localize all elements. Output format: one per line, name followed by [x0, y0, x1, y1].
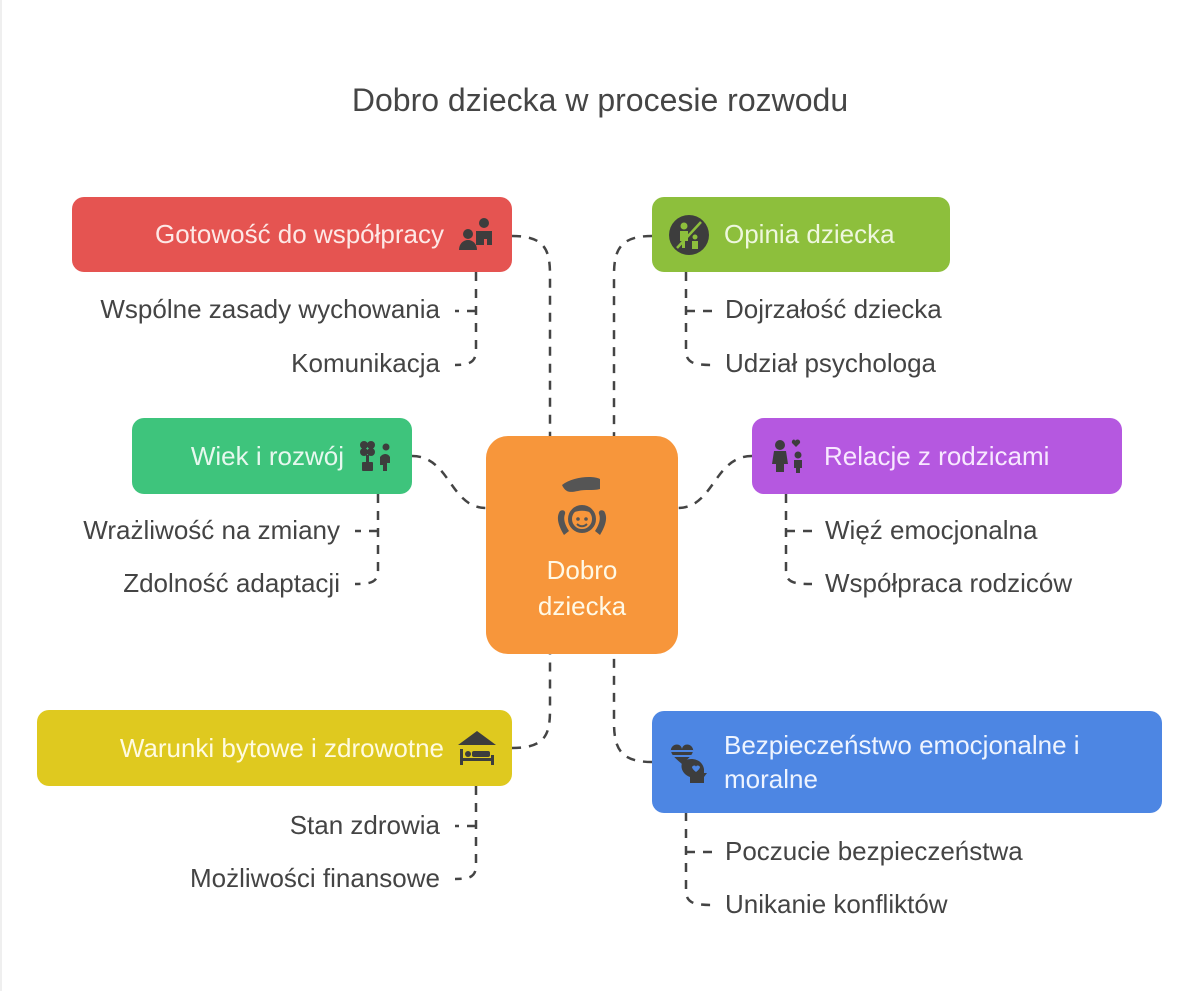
sub-item: Współpraca rodziców	[825, 568, 1073, 598]
house-bed-icon	[456, 727, 498, 769]
connector-wiek-children	[354, 494, 380, 586]
diagram-title: Dobro dziecka w procesie rozwodu	[351, 82, 849, 118]
connector-wiek	[411, 454, 487, 510]
sub-item: Unikanie konfliktów	[725, 889, 948, 919]
sub-item: Wspólne zasady wychowania	[100, 294, 440, 324]
heart-head-icon	[668, 741, 710, 783]
sub-item: Wrażliwość na zmiany	[83, 515, 340, 545]
connector-warunki	[511, 654, 552, 750]
sub-item: Zdolność adaptacji	[123, 568, 340, 598]
connector-warunki-children	[454, 786, 478, 881]
no-child-opinion-icon	[668, 214, 710, 256]
branch-relacje[interactable]: Relacje z rodzicami	[752, 418, 1122, 494]
branch-label: Warunki bytowe i zdrowotne	[119, 732, 444, 763]
connector-opinia-children	[684, 272, 713, 367]
branch-opinia[interactable]: Opinia dziecka	[652, 197, 950, 272]
connector-bezpieczenstwo-children	[684, 812, 713, 907]
branch-label: Gotowość do współpracy	[154, 219, 444, 249]
branch-label: Wiek i rozwój	[190, 440, 344, 471]
cooperation-people-icon	[456, 214, 498, 256]
connector-relacje-children	[784, 494, 813, 586]
sub-item: Udział psychologa	[725, 348, 937, 378]
branch-label: Opinia dziecka	[724, 219, 895, 249]
sub-item: Poczucie bezpieczeństwa	[725, 836, 1023, 866]
sub-item: Stan zdrowia	[289, 810, 440, 840]
connector-opinia	[612, 234, 653, 436]
sub-item: Więź emocjonalna	[825, 515, 1038, 545]
branch-gotowosc[interactable]: Gotowość do współpracy	[72, 197, 512, 272]
growth-child-icon	[356, 435, 398, 477]
center-node[interactable]: Dobro dziecka	[486, 436, 678, 654]
branch-wiek[interactable]: Wiek i rozwój	[132, 418, 412, 494]
connector-gotowosc	[511, 234, 552, 436]
branch-bezpieczenstwo[interactable]: Bezpieczeństwo emocjonalne i moralne	[652, 711, 1162, 813]
connector-bezpieczenstwo	[612, 654, 653, 764]
sub-item: Komunikacja	[291, 348, 440, 378]
branch-label: Relacje z rodzicami	[824, 440, 1050, 471]
parent-child-heart-icon	[768, 435, 810, 477]
center-label: Dobro dziecka	[537, 554, 627, 621]
connector-relacje	[677, 454, 753, 510]
connector-gotowosc-children	[454, 272, 478, 367]
branch-warunki[interactable]: Warunki bytowe i zdrowotne	[37, 710, 512, 786]
sub-item: Możliwości finansowe	[190, 863, 440, 893]
hand-protecting-child-icon	[542, 467, 622, 552]
branch-label: Bezpieczeństwo emocjonalne i moralne	[724, 730, 1080, 794]
sub-item: Dojrzałość dziecka	[725, 294, 942, 324]
